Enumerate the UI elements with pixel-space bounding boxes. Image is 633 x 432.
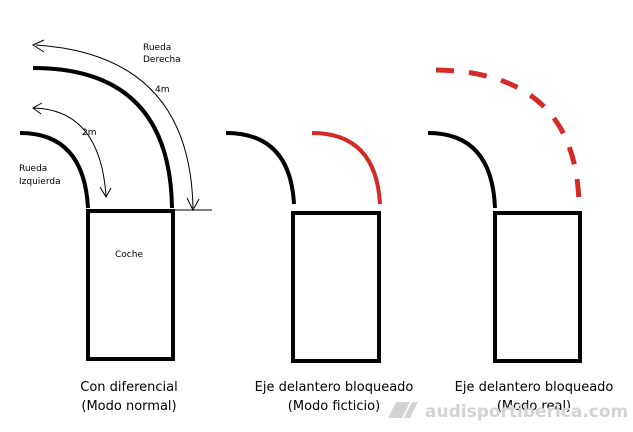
- left-arrowhead-start: [32, 102, 43, 115]
- label-right-distance: 4m: [155, 85, 170, 95]
- panel-normal-mode: Rueda Derecha Rueda Izquierda 4m 2m Coch…: [19, 39, 212, 414]
- caption-1-line2: (Modo normal): [81, 399, 176, 414]
- watermark: audisportiberica.com: [388, 402, 628, 422]
- caption-2-line2: (Modo ficticio): [288, 399, 380, 414]
- panel-fictitious-mode: Eje delantero bloqueado (Modo ficticio): [225, 131, 414, 414]
- car-body: [291, 211, 381, 363]
- label-right-wheel-2: Derecha: [143, 55, 181, 65]
- left-wheel-path: [225, 131, 296, 205]
- right-wheel-path-red-dashed: [435, 67, 582, 205]
- left-distance-arrow: [33, 107, 107, 197]
- left-arrowhead-end: [99, 186, 112, 198]
- watermark-logo-icon: [388, 402, 410, 418]
- label-right-wheel-1: Rueda: [143, 43, 171, 53]
- panel-real-mode: Eje delantero bloqueado (Modo real): [427, 67, 614, 414]
- caption-3-line2: (Modo real): [497, 399, 571, 414]
- right-arrowhead-start: [31, 39, 45, 53]
- watermark-logo-icon-2: [404, 402, 418, 418]
- watermark-text: audisportiberica.com: [425, 402, 628, 422]
- right-distance-arrow: [35, 44, 194, 209]
- label-car: Coche: [115, 250, 143, 260]
- label-left-wheel-2: Izquierda: [19, 177, 61, 187]
- caption-3-line1: Eje delantero bloqueado: [455, 380, 614, 395]
- car-body: [86, 209, 175, 361]
- right-wheel-path: [32, 66, 174, 209]
- caption-1-line1: Con diferencial: [80, 380, 177, 395]
- left-wheel-path: [427, 131, 497, 209]
- left-wheel-path: [19, 131, 90, 209]
- car-body: [493, 211, 582, 363]
- label-left-distance: 2m: [82, 128, 97, 138]
- label-left-wheel-1: Rueda: [19, 164, 47, 174]
- caption-2-line1: Eje delantero bloqueado: [255, 380, 414, 395]
- right-wheel-path-red: [311, 131, 382, 205]
